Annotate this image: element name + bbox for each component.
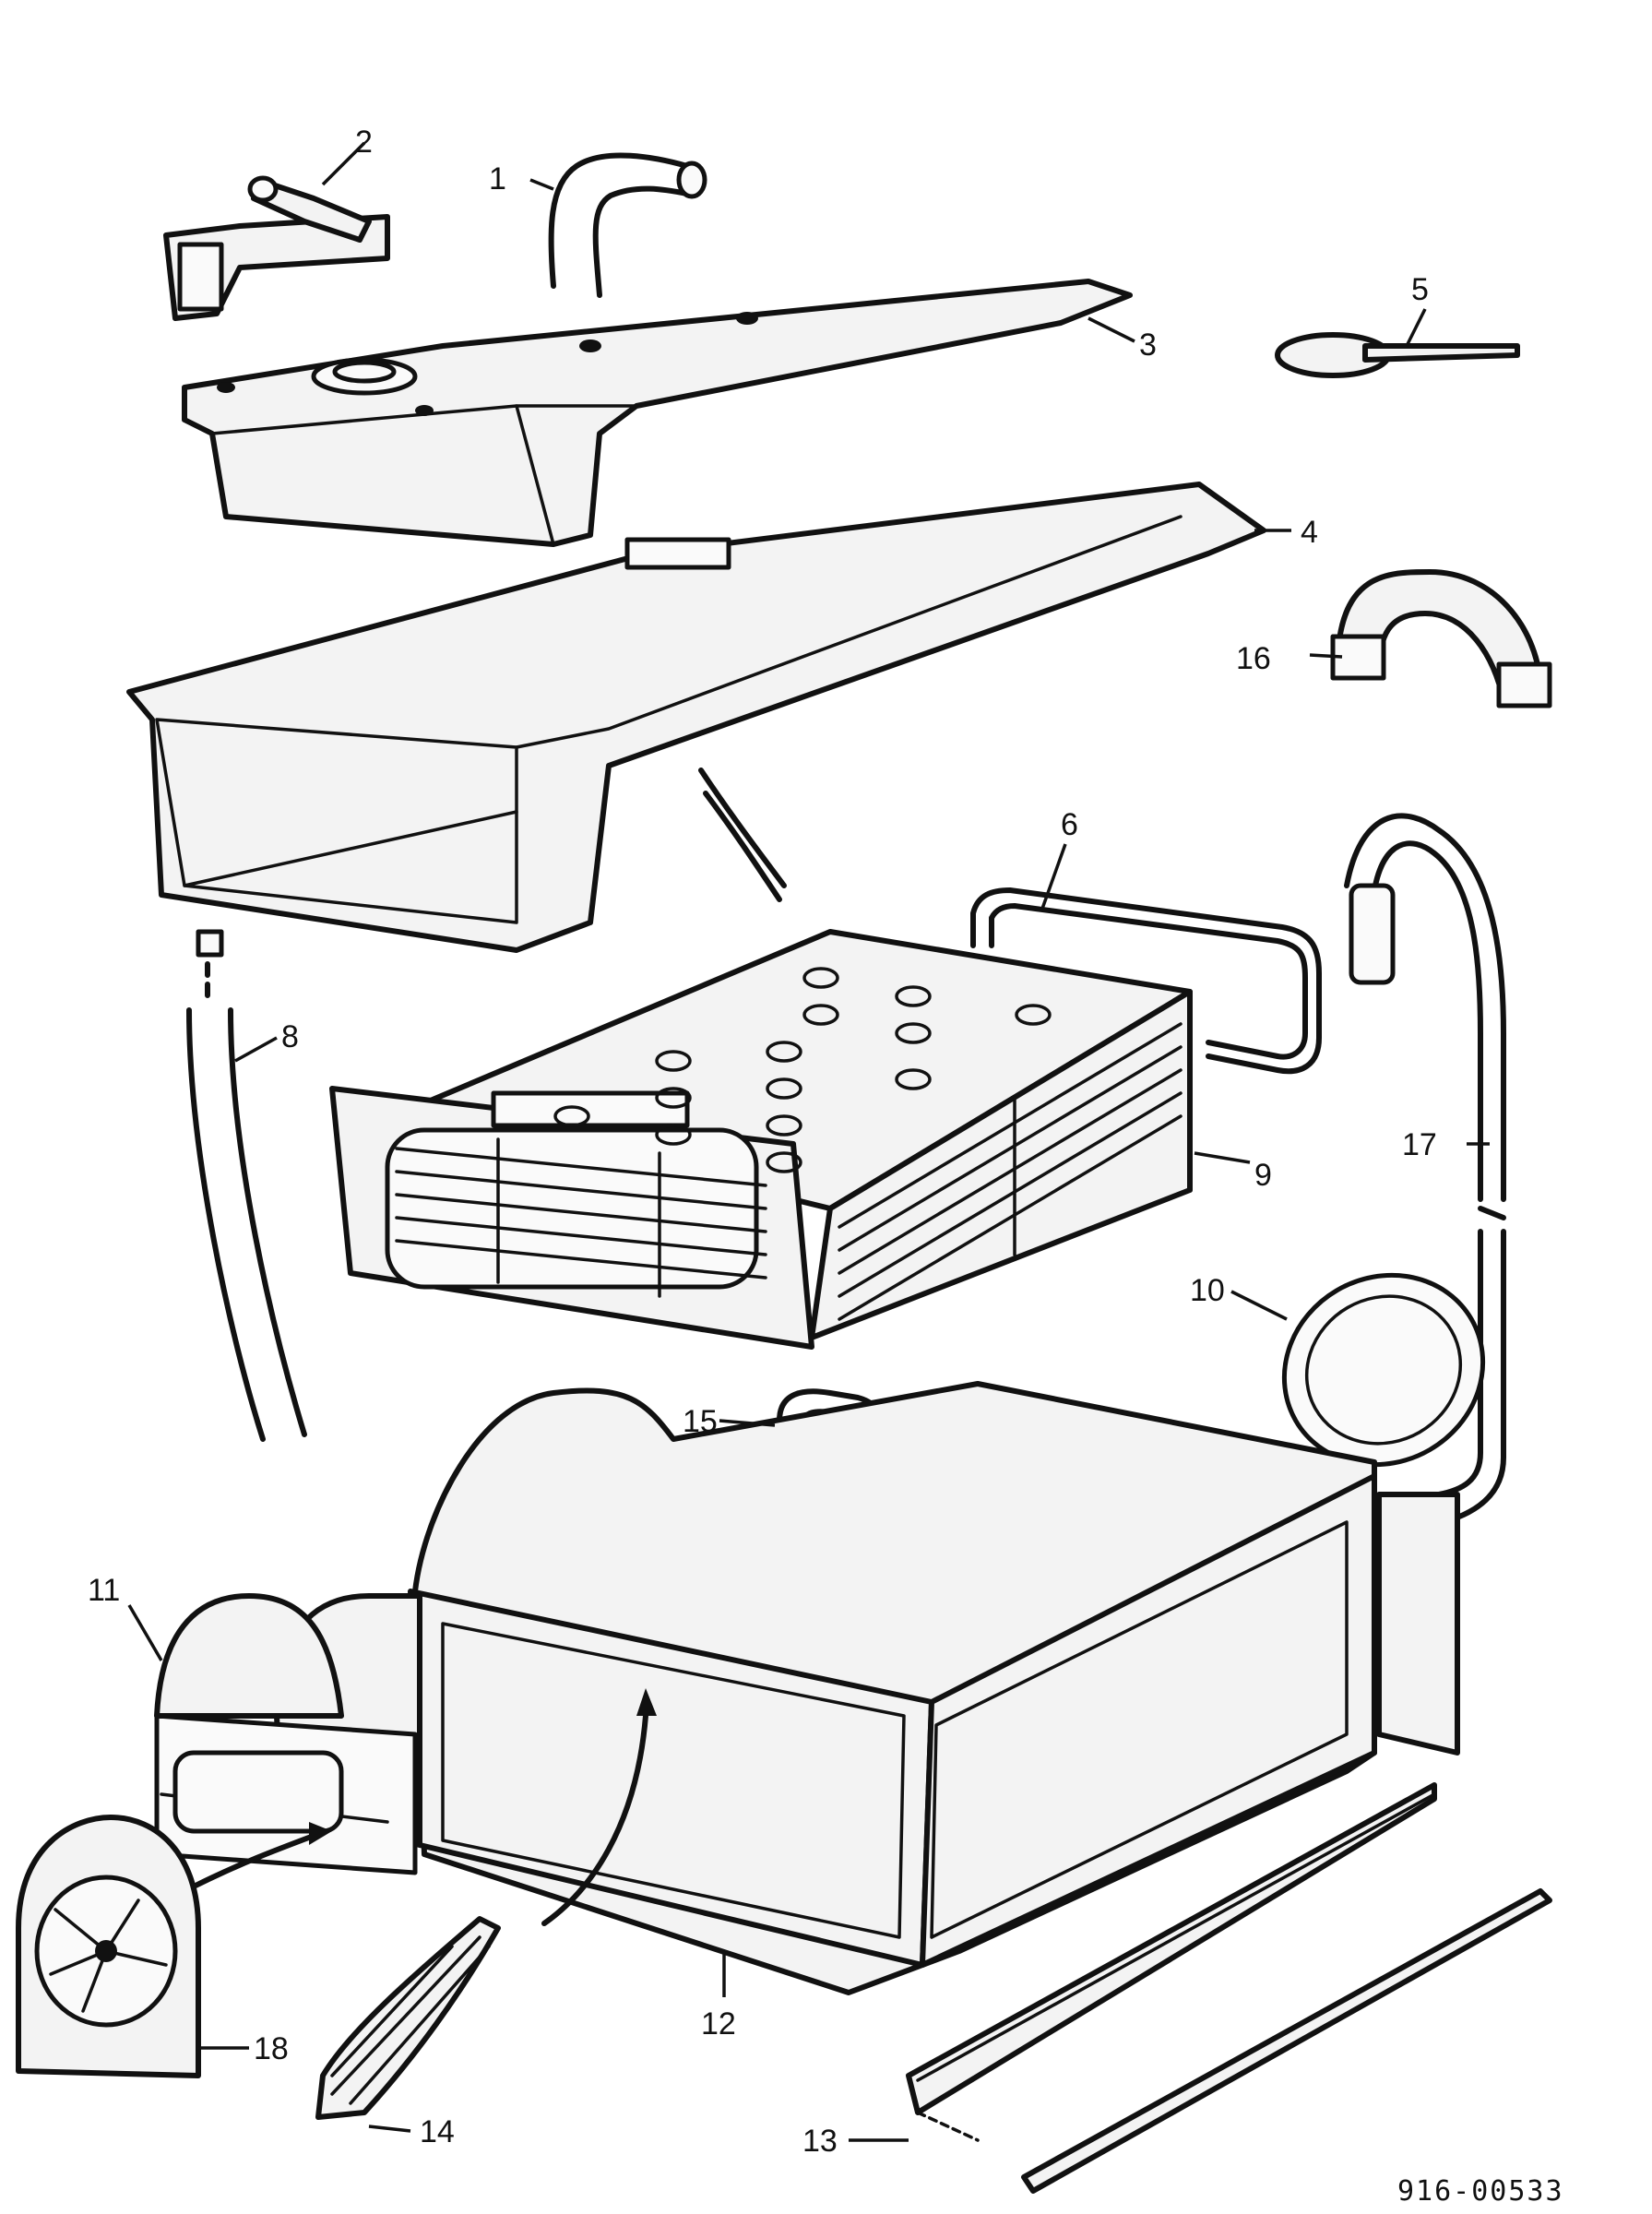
- part-8-drain-hose: [186, 961, 307, 1442]
- part-2-lever-bracket: [163, 175, 390, 321]
- core-tube-holes: [553, 967, 1052, 1173]
- part-3-top-cover: [182, 279, 1133, 547]
- callout-12: 12: [701, 2006, 736, 2041]
- part-12-blower-housing: [154, 1381, 1460, 1995]
- callout-10: 10: [1190, 1273, 1225, 1308]
- part-4-housing-tray: [126, 482, 1266, 958]
- callout-16: 17: [1402, 1127, 1437, 1162]
- part-5-pad: [1275, 332, 1520, 378]
- core-fins-front: [395, 1137, 767, 1298]
- callout-1: 1: [489, 161, 506, 196]
- callout-5: 5: [1411, 272, 1429, 307]
- callout-9: 9: [1254, 1158, 1272, 1193]
- callout-6: 6: [1061, 807, 1078, 842]
- callout-8: 8: [281, 1019, 299, 1054]
- callout-2: 2: [355, 125, 373, 160]
- callout-15: 15: [683, 1404, 718, 1439]
- part-13-seal-strips: [906, 1782, 1552, 2194]
- callout-4: 4: [1301, 515, 1318, 550]
- part-9-heater-core: [329, 929, 1193, 1350]
- reference-number: 916-00533: [1397, 2175, 1564, 2208]
- callout-labels: 1 2 3 5 4 16 6 8 9 17 10 15 11 12 13 14 …: [88, 125, 1437, 2159]
- core-fins-side: [838, 1022, 1183, 1321]
- part-1-hose-elbow: [548, 152, 707, 298]
- part-10-ring-gasket: [1281, 1272, 1486, 1468]
- part-6-gasket: [970, 887, 1322, 1075]
- callout-17: 16: [1236, 641, 1271, 676]
- part-17-clamp: [1330, 569, 1552, 708]
- callout-13: 13: [802, 2124, 838, 2159]
- leader-lines: [127, 141, 1490, 2142]
- callout-11: 11: [88, 1573, 120, 1608]
- part-14-filter: [315, 1916, 501, 2120]
- callout-14: 14: [420, 2114, 455, 2149]
- callout-18: 18: [254, 2031, 289, 2066]
- part-18-fan: [16, 1815, 201, 2078]
- callout-3: 3: [1139, 327, 1157, 363]
